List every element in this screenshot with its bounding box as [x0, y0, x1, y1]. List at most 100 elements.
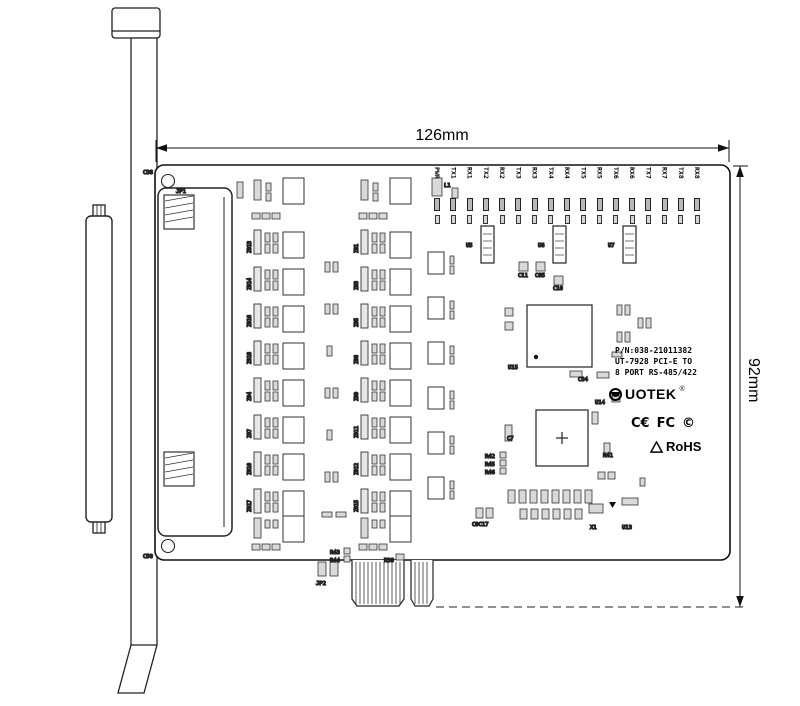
component	[371, 243, 378, 254]
led-resistor	[450, 215, 456, 224]
component	[265, 182, 272, 192]
component	[371, 491, 378, 502]
silkscreen-label: U14	[595, 400, 606, 406]
ic-chip	[282, 305, 305, 333]
component	[332, 303, 339, 315]
component	[264, 391, 271, 402]
component	[371, 269, 378, 280]
component	[371, 280, 378, 291]
component	[540, 489, 549, 504]
component	[562, 489, 571, 504]
component	[379, 428, 386, 439]
registered-mark: ®	[679, 385, 685, 393]
silkscreen-label: R43	[330, 550, 340, 556]
silkscreen-label: U15	[508, 365, 518, 371]
silkscreen-label: Z012	[354, 463, 360, 475]
component	[507, 489, 516, 504]
component	[449, 445, 455, 455]
led-label: RX3	[530, 167, 539, 179]
component	[272, 454, 279, 465]
component	[529, 489, 538, 504]
silkscreen-label: Z015	[354, 500, 360, 512]
led-component	[694, 198, 700, 211]
led-indicator: RX4	[563, 167, 571, 224]
component	[264, 354, 271, 365]
led-label: RX7	[660, 167, 669, 179]
led-component	[661, 198, 668, 211]
ic-chip	[389, 231, 412, 259]
component	[379, 465, 386, 476]
led-resistor	[532, 215, 537, 224]
silkscreen-label: Z011	[354, 426, 360, 438]
silkscreen-label: U13	[622, 525, 632, 531]
led-indicator: RX3	[531, 167, 539, 224]
led-resistor	[434, 215, 440, 224]
silkscreen-label: C7	[507, 436, 514, 442]
led-indicator: RX7	[661, 167, 669, 224]
component	[324, 387, 331, 399]
rohs-label: RoHS	[666, 439, 702, 454]
led-indicator: RX5	[596, 167, 604, 224]
ic-chip	[389, 490, 412, 518]
led-component	[547, 198, 554, 211]
led-component	[450, 198, 457, 211]
component	[236, 181, 244, 199]
silkscreen-label: U5	[466, 243, 473, 249]
component	[324, 261, 331, 273]
transceiver-array	[253, 303, 262, 329]
component	[317, 561, 327, 577]
component	[518, 489, 527, 504]
component	[379, 306, 386, 317]
component	[264, 491, 271, 502]
component	[264, 502, 271, 513]
component	[264, 343, 271, 354]
led-indicator: TX2	[482, 167, 490, 224]
component	[360, 517, 369, 539]
component	[371, 428, 378, 439]
led-indicator: TX6	[612, 167, 620, 224]
led-resistor	[678, 215, 684, 224]
rohs-mark: RoHS	[650, 439, 701, 454]
height-dimension-label: 92mm	[745, 358, 762, 403]
brand-logo: UOTEK ®	[609, 386, 685, 402]
led-label: RX1	[465, 167, 474, 179]
connector-screw-block	[163, 194, 195, 230]
ic-chip	[282, 453, 305, 481]
component	[499, 467, 507, 475]
component	[449, 390, 455, 400]
component	[343, 547, 351, 555]
component	[264, 280, 271, 291]
ic-chip	[282, 379, 305, 407]
component	[504, 307, 514, 317]
pci-bracket	[111, 7, 161, 694]
detail-line	[164, 466, 194, 473]
led-resistor	[662, 215, 667, 224]
component	[379, 380, 386, 391]
transceiver-array	[360, 414, 369, 440]
silkscreen-label: C85	[535, 273, 545, 279]
component	[552, 508, 561, 520]
component	[541, 508, 550, 520]
silkscreen-label: JP2	[316, 581, 326, 587]
component	[519, 508, 528, 520]
component	[371, 343, 378, 354]
component	[272, 417, 279, 428]
component	[588, 503, 604, 514]
component	[379, 417, 386, 428]
led-indicator: RX8	[693, 167, 701, 224]
silkscreen-label: X1	[590, 525, 597, 531]
silkscreen-label: C8C17	[472, 522, 489, 528]
component	[272, 232, 279, 243]
component	[607, 471, 616, 480]
component	[449, 310, 455, 320]
component	[264, 243, 271, 254]
certification-marks: C€ FC ©	[631, 416, 695, 431]
detail-line	[164, 216, 194, 223]
model-line2: 8 PORT RS-485/422	[615, 368, 697, 377]
component	[272, 243, 279, 254]
component	[584, 489, 593, 504]
component	[378, 543, 388, 551]
led-indicator: RX1	[466, 167, 474, 224]
component	[449, 300, 455, 310]
